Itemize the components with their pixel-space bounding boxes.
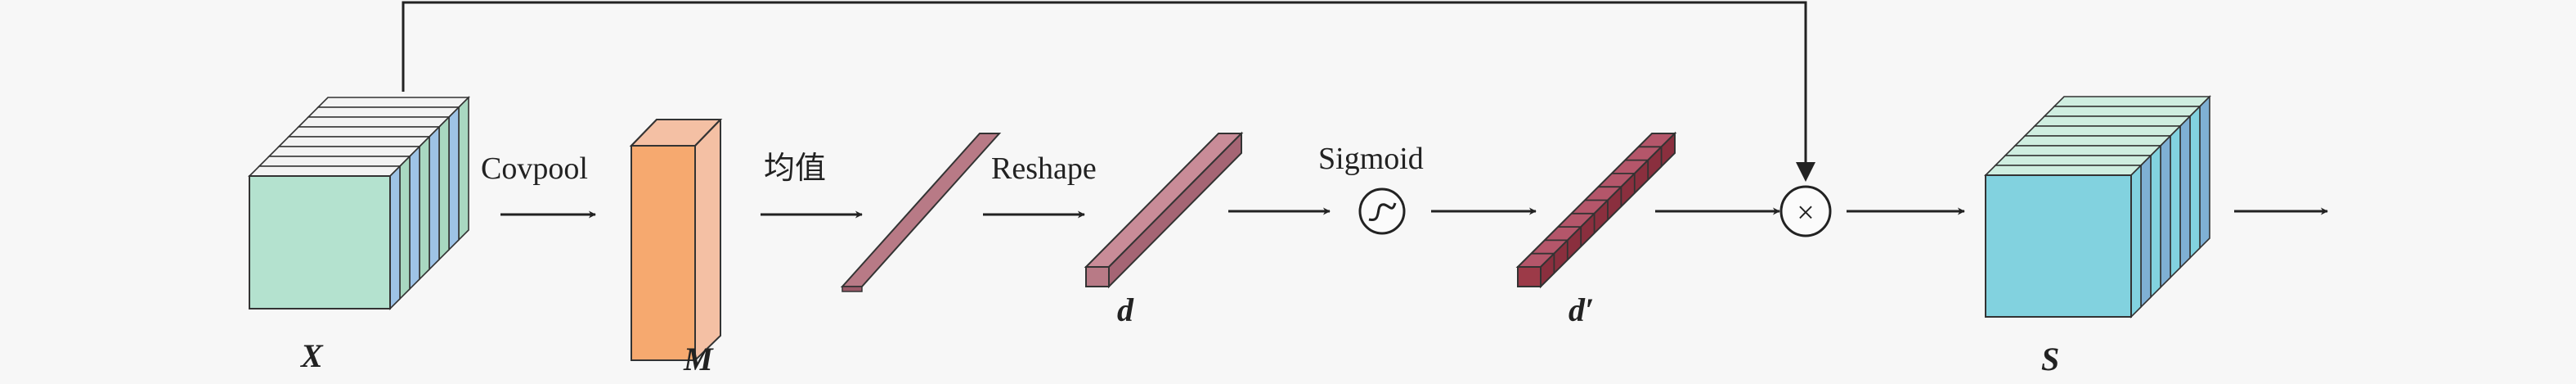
covariance-matrix-m [629, 119, 723, 361]
sigmoid-icon [1358, 187, 1406, 235]
weight-segment-divider [1585, 199, 1609, 220]
tensor-layer-side [2189, 105, 2201, 260]
tensor-layer-top [2033, 115, 2192, 127]
tensor-layer-side [409, 145, 420, 291]
tensor-layer-side [438, 115, 450, 261]
label-covpool: Covpool [481, 151, 588, 186]
tensor-layer-side [2150, 144, 2161, 299]
weight-segment-divider [1558, 226, 1582, 247]
label-x: X [299, 337, 324, 374]
tensor-layer-side [419, 135, 430, 281]
tensor-layer-side [389, 165, 401, 310]
tensor-layer-side [2160, 134, 2171, 289]
weight-segment-divider [1625, 159, 1649, 180]
mean-vector [840, 133, 1002, 292]
output-tensor-front-face [1985, 174, 2132, 318]
input-tensor-front-face [249, 175, 391, 309]
label-m: M [683, 341, 714, 377]
tensor-layer-top [1994, 155, 2152, 166]
weight-vector-d-prime [1515, 131, 1677, 289]
descriptor-vector-d [1084, 131, 1244, 289]
label-d-prime: d′ [1568, 291, 1594, 328]
weight-segment-divider [1531, 252, 1555, 273]
tensor-layer-side [399, 155, 411, 300]
tensor-layer-top [2043, 106, 2201, 117]
label-reshape: Reshape [991, 151, 1097, 186]
tensor-layer-top [297, 116, 451, 128]
label-s: S [2041, 341, 2059, 377]
skip-connection-line [402, 1, 1807, 166]
tensor-layer-side [429, 125, 440, 271]
tensor-layer-top [307, 106, 460, 118]
label-mean: 均值 [764, 151, 826, 186]
multiply-icon: × [1779, 185, 1832, 237]
tensor-layer-top [1984, 165, 2143, 176]
tensor-layer-top [2013, 135, 2172, 147]
weight-segment-divider [1571, 212, 1595, 233]
weight-segment-divider [1544, 239, 1568, 260]
tensor-layer-top [2023, 125, 2182, 137]
tensor-layer-top [277, 136, 431, 147]
tensor-layer-side [2179, 115, 2191, 269]
tensor-layer-side [448, 106, 460, 251]
weight-segment-divider [1611, 172, 1636, 193]
output-tensor-s [1984, 95, 2211, 318]
label-d: d [1117, 291, 1134, 328]
tensor-layer-side [2199, 95, 2210, 250]
weight-segment-divider [1598, 186, 1622, 207]
tensor-layer-top [316, 97, 470, 108]
svg-text:×: × [1797, 196, 1814, 230]
tensor-layer-top [267, 146, 421, 157]
matrix-front-face [631, 145, 696, 361]
tensor-layer-side [2130, 164, 2142, 318]
tensor-layer-top [2004, 145, 2162, 156]
weight-segment-divider [1638, 146, 1663, 167]
skip-connection-arrowhead [1796, 162, 1815, 182]
tensor-layer-top [287, 126, 441, 138]
tensor-layer-side [458, 96, 469, 242]
tensor-layer-top [2053, 96, 2211, 107]
label-sigmoid: Sigmoid [1318, 142, 1424, 176]
tensor-layer-side [2170, 124, 2181, 279]
tensor-layer-top [248, 165, 402, 177]
tensor-layer-side [2140, 154, 2152, 309]
tensor-layer-top [258, 156, 411, 167]
input-tensor-x [248, 96, 470, 310]
